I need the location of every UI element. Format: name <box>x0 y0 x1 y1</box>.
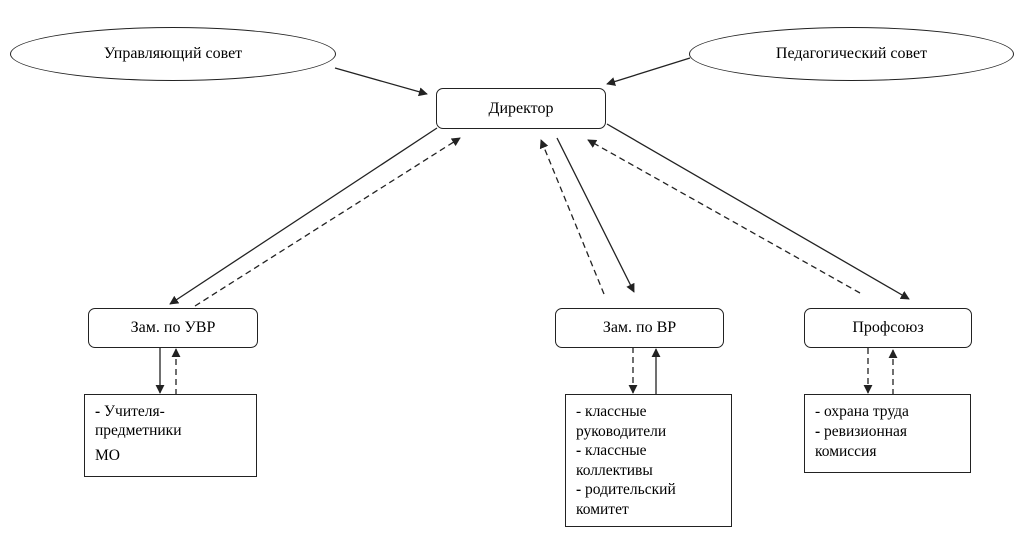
arrow-pedagogical-to-director <box>606 57 691 86</box>
union-committee-list: - охрана труда - ревизионная комиссия <box>804 394 971 473</box>
list-item: - охрана труда <box>815 403 909 420</box>
arrow-director-to-deputy-uvr <box>169 127 438 305</box>
arrow-deputy-vr-to-director <box>539 139 605 295</box>
deputy-uvr-label: Зам. по УВР <box>130 319 216 337</box>
list-item: МО <box>95 447 120 464</box>
list-item: - родительский <box>576 481 676 498</box>
arrow-deputy-uvr-to-director <box>194 137 461 307</box>
governing-council-label: Управляющий совет <box>103 45 243 63</box>
uvr-staff-list: - Учителя- предметники МО <box>84 394 257 477</box>
pedagogical-council-label: Педагогический совет <box>775 45 928 63</box>
list-item-continuation: предметники <box>95 422 182 439</box>
list-item-continuation: коллективы <box>576 461 653 479</box>
list-item-continuation: руководители <box>576 422 667 440</box>
trade-union-node: Профсоюз <box>804 308 972 348</box>
list-item: - Учителя- <box>95 403 165 420</box>
arrow-union-to-director <box>587 139 861 294</box>
deputy-vr-label: Зам. по ВР <box>602 319 677 337</box>
list-item: - классные <box>576 442 647 459</box>
list-item-continuation: комиссия <box>815 443 877 460</box>
list-item: - классные <box>576 403 647 420</box>
governing-council-node: Управляющий совет <box>10 27 336 81</box>
director-label: Директор <box>488 99 554 117</box>
pedagogical-council-node: Педагогический совет <box>689 27 1014 81</box>
deputy-uvr-node: Зам. по УВР <box>88 308 258 348</box>
director-node: Директор <box>436 88 606 129</box>
arrow-director-to-deputy-vr <box>556 137 635 293</box>
list-item: - ревизионная <box>815 423 908 440</box>
deputy-vr-node: Зам. по ВР <box>555 308 724 348</box>
arrow-governing-to-director <box>334 67 428 97</box>
arrow-director-to-union <box>606 123 910 300</box>
trade-union-label: Профсоюз <box>852 319 924 337</box>
list-item-continuation: комитет <box>576 500 629 518</box>
vr-staff-list: - классные руководители - классные колле… <box>565 394 732 527</box>
